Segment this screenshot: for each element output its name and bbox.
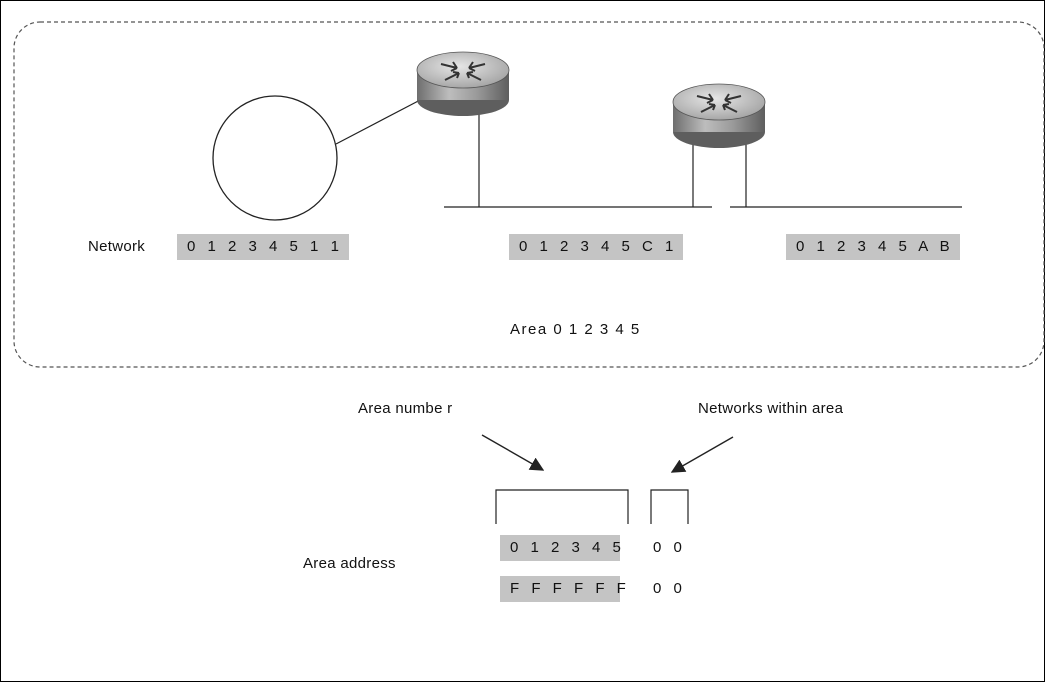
area-boundary (13, 21, 1045, 368)
ring-to-router-link (335, 97, 425, 145)
router-icon (672, 83, 766, 148)
network-label: Network (88, 238, 146, 255)
router-icon (416, 51, 510, 116)
network-address-2: 0 1 2 3 4 5 C 1 (509, 234, 684, 260)
area-address-row-1-area: 0 1 2 3 4 5 (500, 535, 621, 561)
area-number-label: Area numbe r (358, 400, 453, 417)
area-address-row-2-network: 0 0 (653, 580, 686, 597)
network-address-1: 0 1 2 3 4 5 1 1 (177, 234, 349, 260)
ring-network-icon (212, 95, 338, 221)
area-number-bracket (495, 489, 629, 524)
area-address-label: Area address (303, 555, 396, 572)
area-label: Area 0 1 2 3 4 5 (510, 321, 641, 338)
area-address-row-2-area: F F F F F F (500, 576, 626, 602)
arrow-icon (481, 434, 545, 471)
network-bracket (650, 489, 689, 524)
arrow-icon (670, 436, 734, 473)
networks-within-area-label: Networks within area (698, 400, 844, 417)
network-address-3: 0 1 2 3 4 5 A B (786, 234, 960, 260)
area-address-row-1-network: 0 0 (653, 539, 686, 556)
